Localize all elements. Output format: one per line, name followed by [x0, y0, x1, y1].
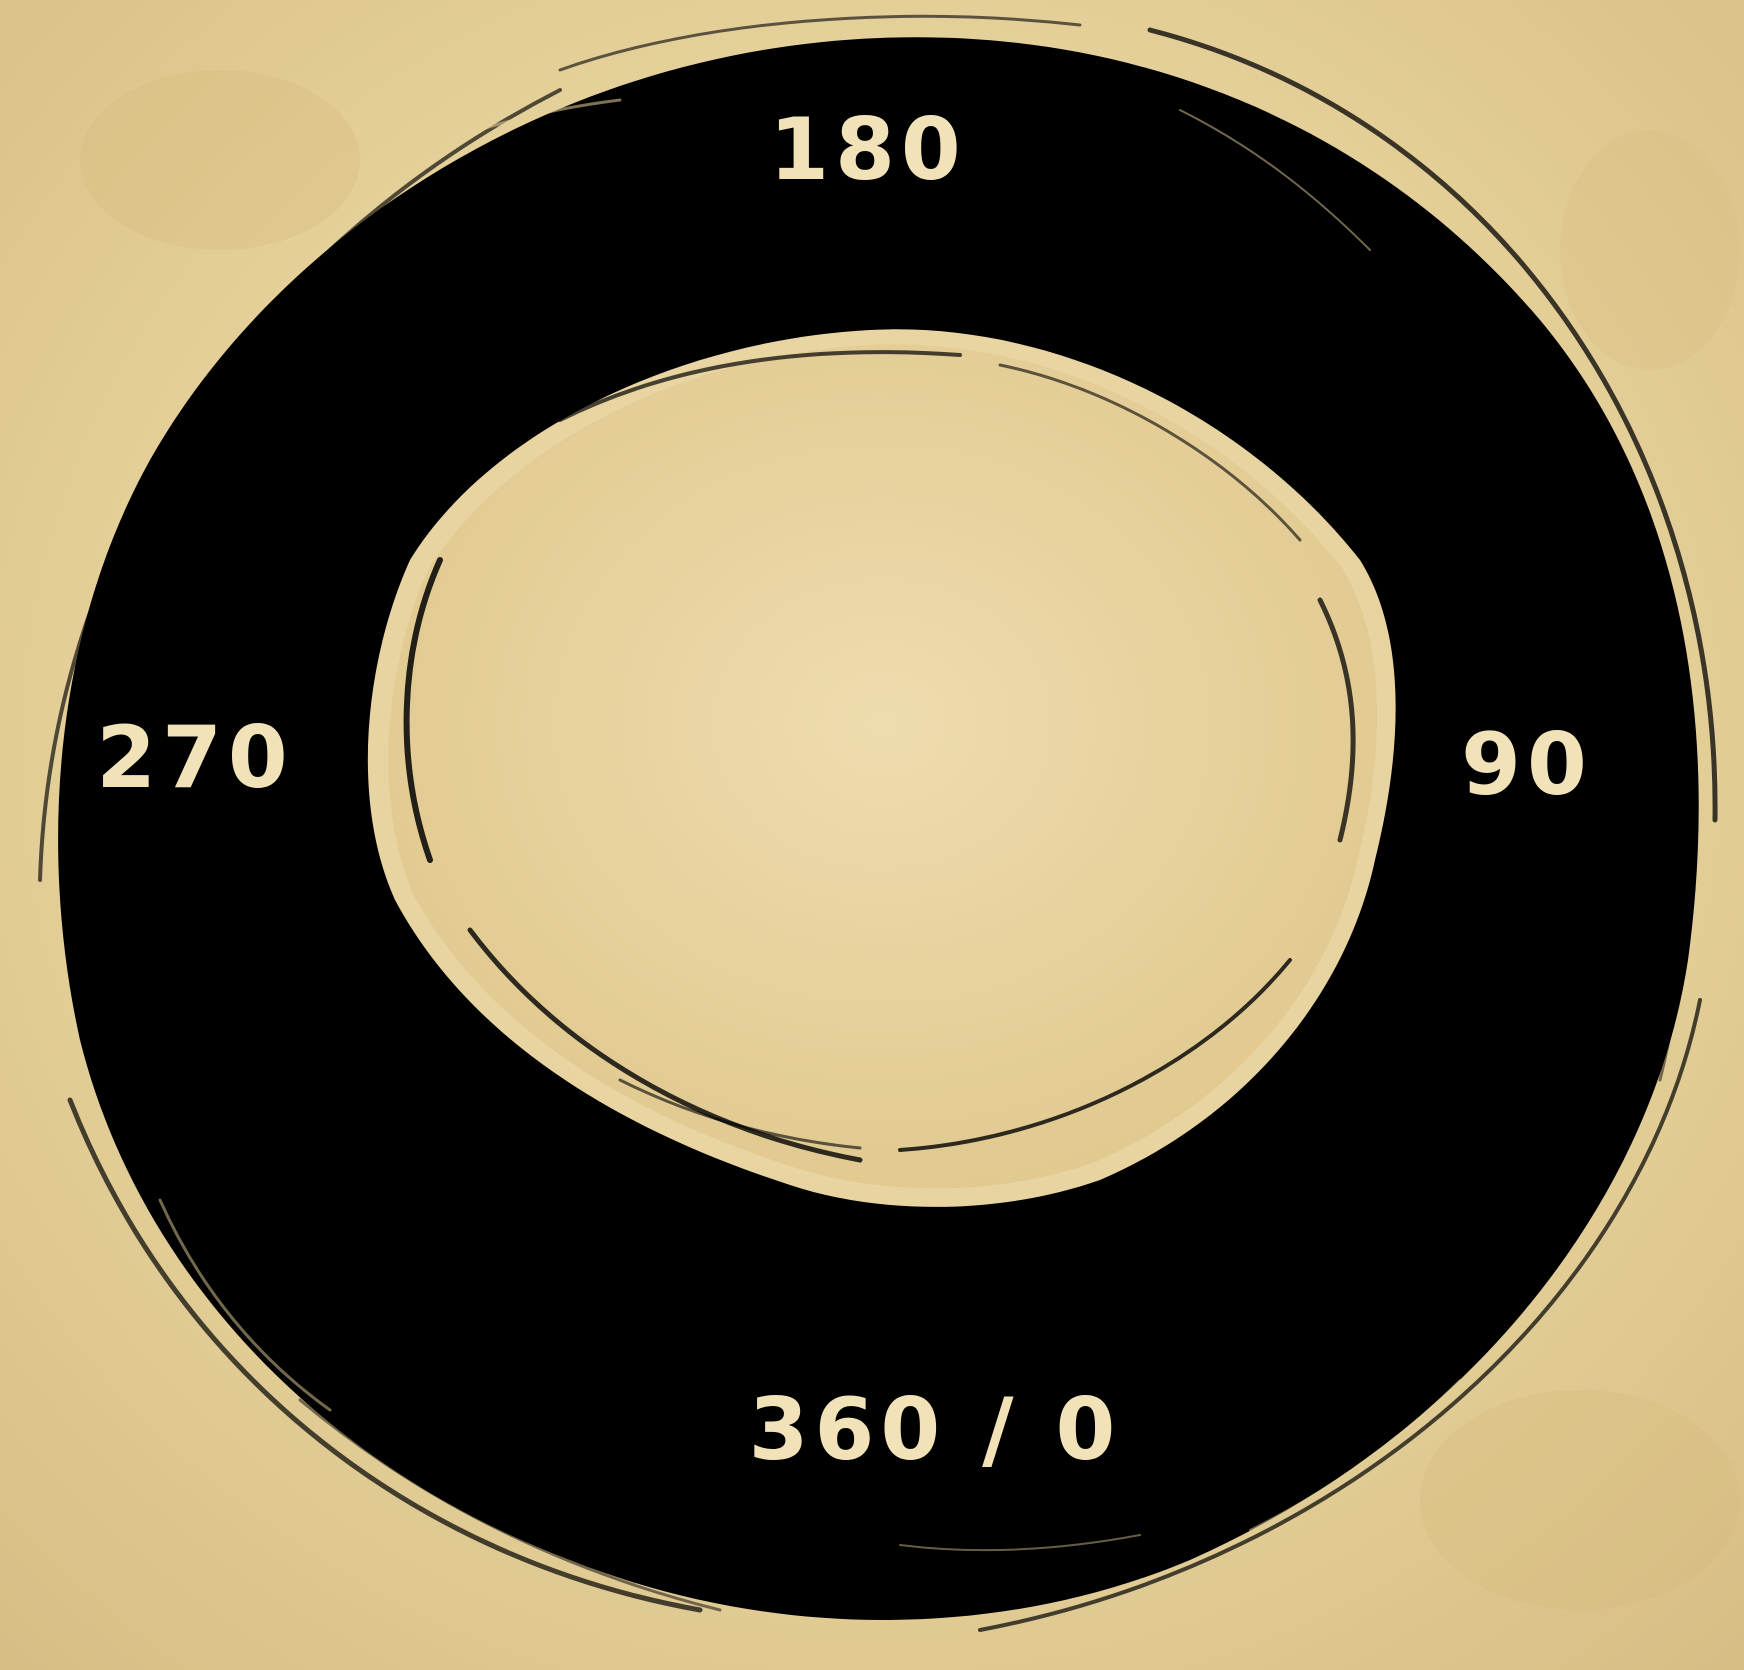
- label-180: 180: [769, 107, 967, 193]
- label-360-0: 360 / 0: [749, 1387, 1122, 1473]
- label-270: 270: [96, 715, 294, 801]
- label-90: 90: [1461, 722, 1593, 808]
